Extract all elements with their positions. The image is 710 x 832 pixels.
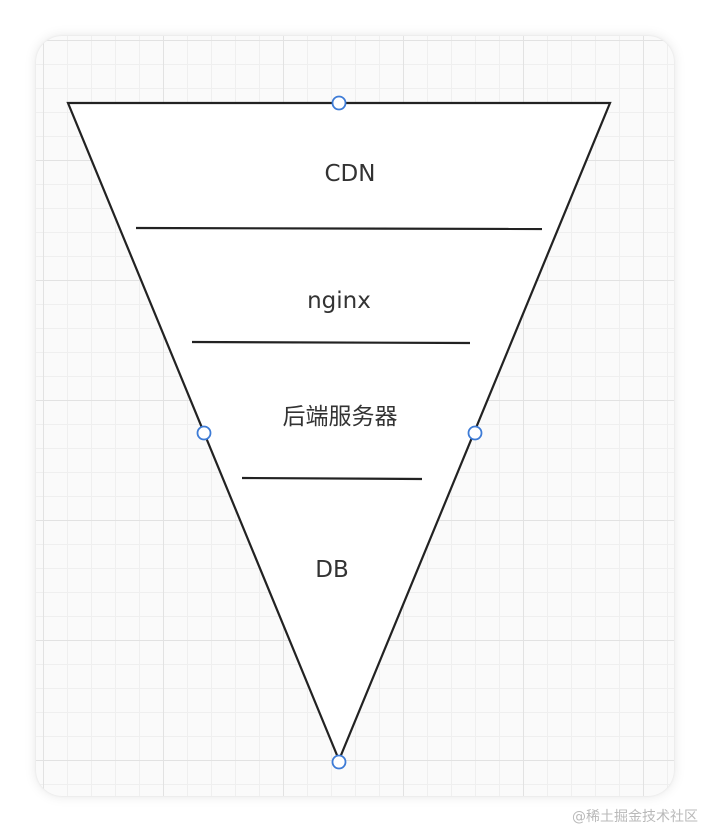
- layer-label-nginx: nginx: [307, 288, 371, 314]
- divider-backend-db: [241, 476, 423, 481]
- resize-handle-top[interactable]: [331, 95, 347, 111]
- layer-label-db: DB: [315, 557, 349, 583]
- layer-label-backend: 后端服务器: [283, 404, 398, 430]
- divider-cdn-nginx: [135, 226, 543, 231]
- funnel-triangle[interactable]: [66, 101, 612, 763]
- layer-label-cdn: CDN: [325, 161, 376, 187]
- resize-handle-right[interactable]: [467, 425, 483, 441]
- resize-handle-left[interactable]: [196, 425, 212, 441]
- resize-handle-bottom[interactable]: [331, 754, 347, 770]
- divider-nginx-backend: [191, 340, 471, 345]
- watermark: @稀土掘金技术社区: [572, 809, 698, 825]
